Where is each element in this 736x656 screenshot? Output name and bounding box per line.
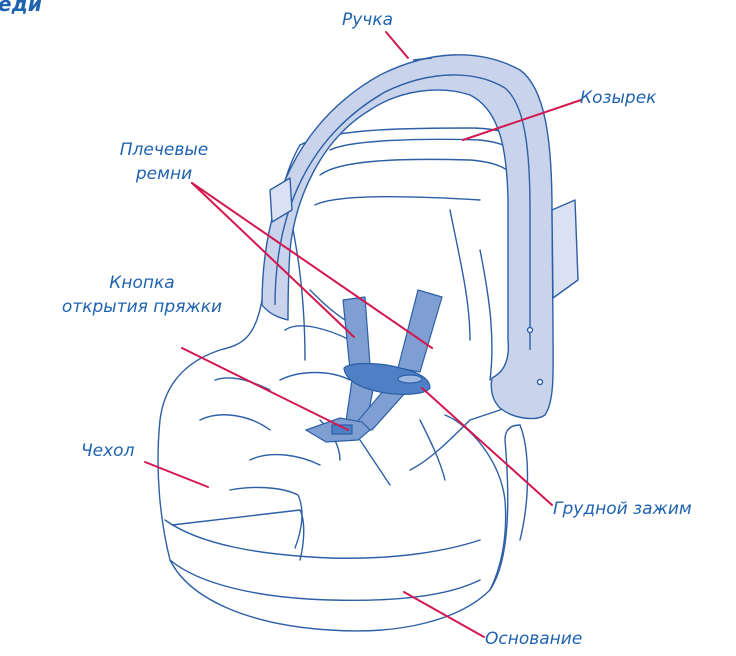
label-base: Основание bbox=[485, 627, 582, 651]
label-shoulder-straps-line-2: ремни bbox=[90, 162, 238, 186]
label-cover: Чехол bbox=[81, 439, 134, 463]
label-buckle-button: Кнопка открытия пряжки bbox=[42, 271, 242, 319]
label-chest-clip: Грудной зажим bbox=[553, 497, 692, 521]
label-shoulder-straps: Плечевые ремни bbox=[90, 138, 238, 186]
leader-handle bbox=[386, 32, 408, 58]
leader-base bbox=[404, 592, 484, 637]
label-buckle-button-line-2: открытия пряжки bbox=[42, 295, 242, 319]
leader-cover bbox=[145, 462, 208, 487]
label-buckle-button-line-1: Кнопка bbox=[42, 271, 242, 295]
buckle bbox=[306, 418, 370, 442]
corner-title-fragment: еди bbox=[0, 0, 42, 16]
label-canopy: Козырек bbox=[580, 86, 656, 110]
leader-shoulder-right bbox=[192, 183, 432, 348]
label-handle: Ручка bbox=[342, 8, 393, 32]
label-shoulder-straps-line-1: Плечевые bbox=[90, 138, 238, 162]
harness-straps bbox=[343, 290, 442, 430]
